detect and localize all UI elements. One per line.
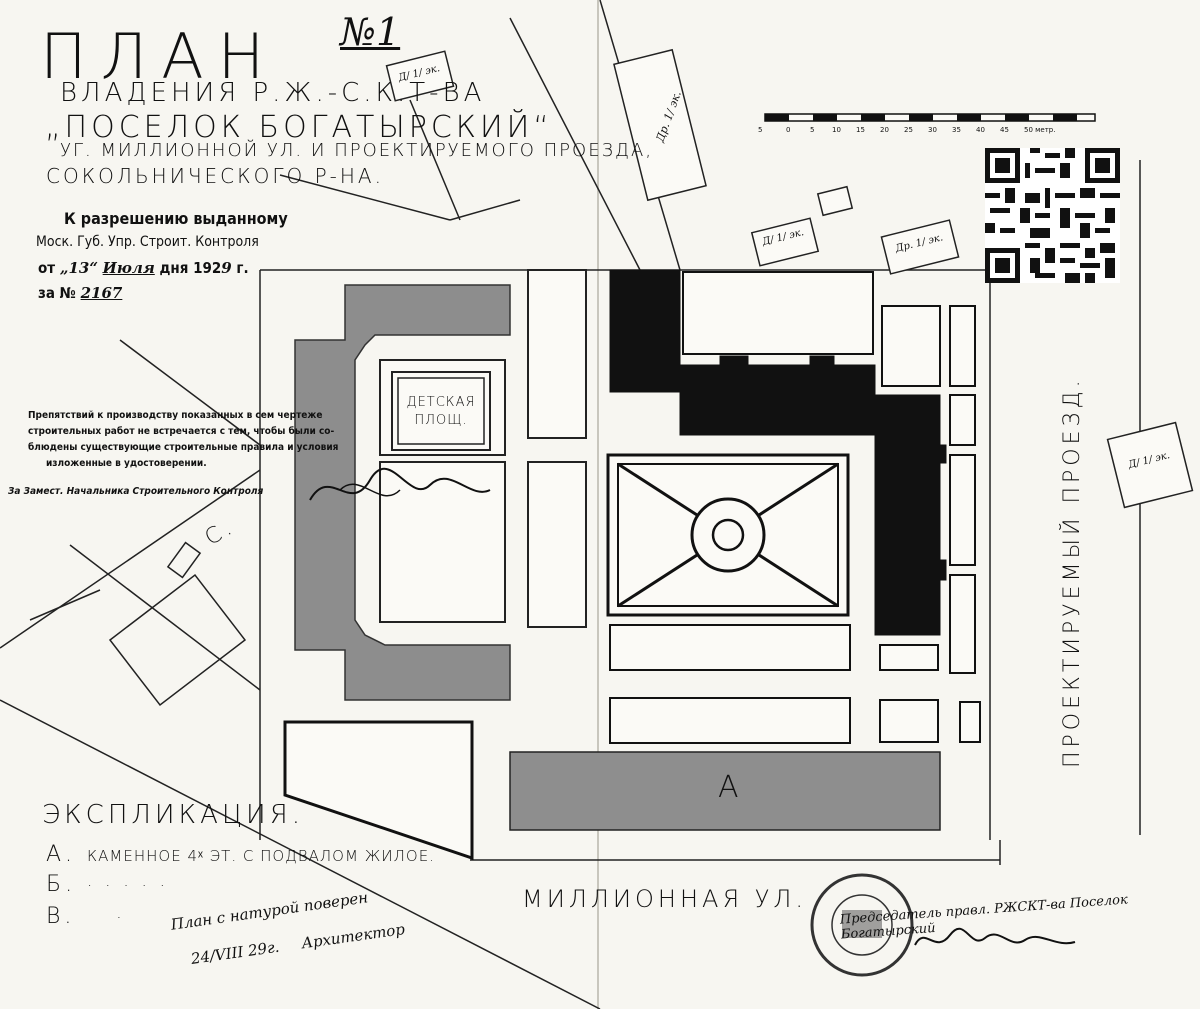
- permit-number-label: за №: [38, 284, 76, 302]
- scale-tick: 10: [832, 126, 841, 134]
- scale-tick: 20: [880, 126, 889, 134]
- title-line-4: СОКОЛЬНИЧЕСКОГО Р-НА.: [46, 164, 384, 188]
- scale-tick: 25: [904, 126, 913, 134]
- qr-code-graphic: [985, 148, 1120, 283]
- scale-tick: 5: [810, 126, 815, 134]
- scale-tick: 30: [928, 126, 937, 134]
- legend-row-c: В. ·: [46, 904, 126, 929]
- plan-title: ПЛАН: [40, 20, 279, 93]
- stamp-signatory: За Замест. Начальника Строительного Конт…: [8, 486, 264, 497]
- permit-line-2: Моск. Губ. Упр. Строит. Контроля: [36, 234, 259, 250]
- southwest-building: [283, 720, 474, 861]
- permit-date-day: „13“: [59, 259, 98, 277]
- corner-signature: [914, 927, 1076, 946]
- legend-row-a: А. КАМЕННОЕ 4ˣ ЭТ. С ПОДВАЛОМ ЖИЛОЕ.: [46, 842, 435, 867]
- grey-block-west: [294, 284, 511, 701]
- legend-c-text: ·: [116, 908, 126, 927]
- street-bottom-label: МИЛЛИОННАЯ УЛ.: [522, 885, 808, 913]
- street-right-label: ПРОЕКТИРУЕМЫЙ ПРОЕЗД.: [1060, 376, 1085, 768]
- legend-title: ЭКСПЛИКАЦИЯ.: [42, 800, 305, 830]
- round-seal: [810, 873, 914, 977]
- building-a-label: А: [718, 770, 743, 805]
- qr-code: [985, 148, 1120, 283]
- east-blocks: [881, 305, 981, 743]
- signature-scribble: [309, 467, 491, 501]
- permit-date-prefix: от: [38, 259, 56, 277]
- legend-b-label: Б.: [46, 872, 77, 897]
- playground-label-1: ДЕТСКАЯ: [406, 395, 476, 410]
- permit-date-year: 9: [221, 259, 232, 277]
- scale-tick: 35: [952, 126, 961, 134]
- playground: [391, 371, 491, 451]
- playground-label-2: ПЛОЩ.: [414, 413, 468, 428]
- permit-date-month: Июля: [102, 259, 155, 277]
- permit-date-mid: дня 192: [159, 259, 222, 277]
- playground-label: ДЕТСКАЯ ПЛОЩ.: [398, 394, 484, 430]
- approval-stamp: Препятствий к производству показанных в …: [28, 408, 338, 472]
- title-line-1: ВЛАДЕНИЯ Р.Ж.-С.К.Т-ВА: [60, 78, 486, 108]
- legend-row-b: Б. · · · · ·: [46, 872, 169, 897]
- scale-bar: [764, 113, 1096, 122]
- permit-number-line: за № 2167: [38, 284, 122, 302]
- permit-line-1: К разрешению выданному: [64, 209, 288, 228]
- legend-c-label: В.: [46, 904, 76, 929]
- tag-boxes: [385, 48, 1194, 509]
- scale-tick: 40: [976, 126, 985, 134]
- title-line-3: УГ. МИЛЛИОННОЙ УЛ. И ПРОЕКТИРУЕМОГО ПРОЕ…: [60, 140, 654, 161]
- permit-date-suffix: г.: [236, 259, 249, 277]
- south-blocks: [609, 624, 939, 744]
- scale-tick: 15: [856, 126, 865, 134]
- central-garden: [606, 453, 850, 617]
- black-buildings: [609, 269, 947, 636]
- middle-narrow-blocks: [527, 269, 587, 628]
- stamp-line-3: блюдены существующие строительные правил…: [28, 442, 339, 453]
- scale-tick: 45: [1000, 126, 1009, 134]
- legend-a-label: А.: [46, 842, 77, 867]
- title-line-2: „ПОСЕЛОК БОГАТЫРСКИЙ“: [45, 110, 553, 145]
- legend-b-text: · · · · ·: [87, 876, 169, 895]
- scale-tick: 5: [758, 126, 763, 134]
- scale-ticks: 5 0 5 10 15 20 25 30 35 40 45 50 метр.: [758, 126, 1138, 140]
- document-number: №1: [340, 10, 401, 54]
- stamp-line-1: Препятствий к производству показанных в …: [28, 410, 323, 421]
- scale-tick: 50 метр.: [1024, 126, 1056, 134]
- permit-number-value: 2167: [80, 284, 123, 302]
- north-white-building: [682, 271, 874, 355]
- west-outbuilding: [29, 541, 247, 707]
- building-a-grey: [509, 751, 941, 831]
- permit-date-line: от „13“ Июля дня 1929 г.: [38, 259, 249, 277]
- scale-tick: 0: [786, 126, 791, 134]
- legend-a-text: КАМЕННОЕ 4ˣ ЭТ. С ПОДВАЛОМ ЖИЛОЕ.: [87, 847, 435, 865]
- stamp-line-2: строительных работ не встречается с тем,…: [28, 426, 335, 437]
- stamp-line-4: изложенные в удостоверении.: [46, 458, 207, 469]
